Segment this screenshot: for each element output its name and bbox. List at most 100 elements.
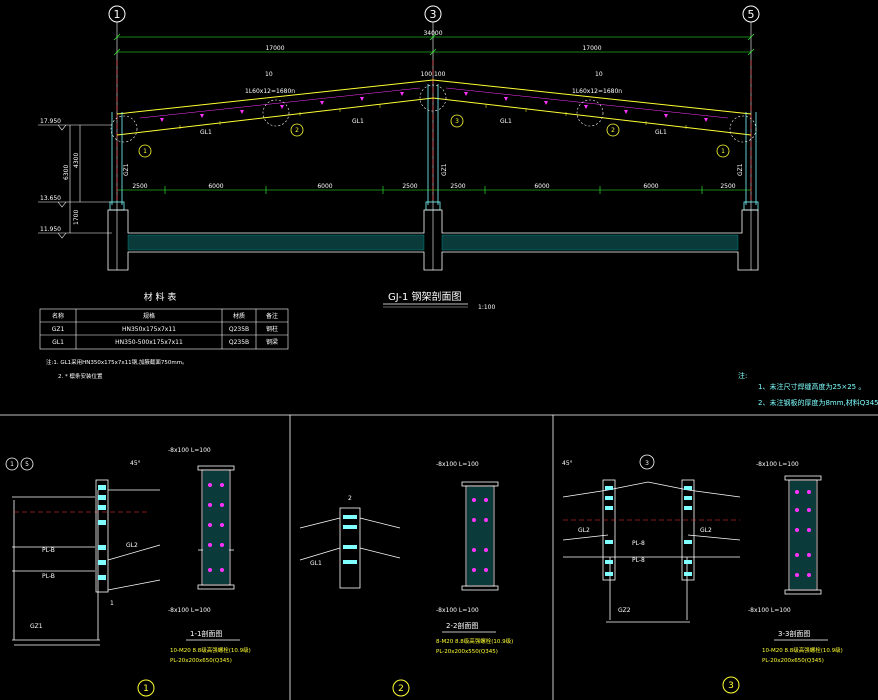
detail-2-bolt-note: 8-M20 8.8级高强螺栓(10.9级) — [436, 637, 513, 645]
detail-2: GL1 2 -8x100 L=100 -8x100 L=100 2-2剖面图 8… — [299, 461, 513, 697]
detail-3-section-fill — [790, 481, 816, 589]
bay-dim-8: 2500 — [720, 183, 735, 190]
detail-2-marker-label: 2 — [398, 684, 404, 694]
detail-1-weld-bot: -8x100 L=100 — [168, 607, 211, 614]
detail-3-section-bolts — [795, 490, 811, 577]
table-header-material: 材质 — [233, 312, 245, 320]
material-table: 材 料 表 名称 规格 材质 备注 GZ1 HN350x175x7x11 Q23… — [39, 291, 289, 380]
general-notes-title: 注: — [738, 371, 747, 380]
table-row2-name: GL1 — [52, 339, 64, 346]
table-row1-material: Q235B — [229, 326, 249, 333]
dim-total: 34000 — [423, 30, 442, 37]
detail-3-weld-top: -8x100 L=100 — [756, 461, 799, 468]
detail-3-gl-left: GL2 — [578, 527, 590, 534]
detail-1-section-fill — [203, 471, 229, 584]
roof-slope-left: 10 — [265, 71, 273, 78]
detail-1-axis-5: 5 — [25, 461, 29, 468]
detail-1-weld-top: -8x100 L=100 — [168, 447, 211, 454]
columns — [111, 84, 757, 205]
detail-1-gl: GL2 — [126, 542, 138, 549]
detail-2-weld-bot: -8x100 L=100 — [436, 607, 479, 614]
elevation-markers — [38, 124, 112, 239]
detail-1-axis-bubbles — [5, 457, 34, 471]
detail-3-pl-2: PL-8 — [632, 557, 645, 564]
detail-3-bolt-note: 10-M20 8.8级高强螺栓(10.9级) — [762, 646, 843, 654]
detail-1-pl-2: PL-B — [42, 573, 55, 580]
detail-2-marker — [392, 679, 410, 697]
bay-dim-1: 2500 — [132, 183, 147, 190]
detail-1-marker — [137, 679, 155, 697]
detail-2-beams — [299, 507, 401, 589]
table-row1-name: GZ1 — [52, 326, 65, 333]
detail-2-section-mark: 2 — [348, 495, 352, 502]
marker-mid-left: 2 — [295, 127, 299, 134]
detail-callouts — [110, 84, 757, 143]
grid-axis-5-label: 5 — [748, 8, 755, 21]
detail-1-gz: GZ1 — [30, 623, 43, 630]
frame-elevation: 1 3 5 34000 17000 17000 — [38, 5, 760, 311]
detail-1-bolt-note: 10-M20 8.8级高强螺栓(10.9级) — [170, 646, 251, 654]
marker-left: 1 — [143, 148, 147, 155]
beam-label-right: GL1 — [655, 129, 667, 136]
tie-rod-left: 1L60x12=1680n — [245, 88, 295, 95]
detail-2-section-bolts — [472, 498, 488, 572]
table-row2-spec: HN350-500x175x7x11 — [115, 339, 183, 346]
bay-dim-5: 2500 — [450, 183, 465, 190]
detail-3-pl: PL-8 — [632, 540, 645, 547]
general-note-2: 2、未注钢板的厚度为8mm,材料Q345。 — [758, 398, 878, 407]
grade-beam-left — [127, 234, 425, 251]
bay-dim-2: 6000 — [208, 183, 223, 190]
table-row1-note: 钢柱 — [266, 325, 278, 333]
ridge-dim: 100 100 — [421, 71, 446, 78]
bay-dim-4: 2500 — [402, 183, 417, 190]
detail-3-angle: 45° — [562, 460, 573, 467]
detail-3-gz: GZ2 — [618, 607, 631, 614]
detail-1-angle: 45° — [130, 460, 141, 467]
vdim-1700: 1700 — [73, 210, 80, 225]
elevation-bottom: 11.950 — [40, 226, 61, 233]
detail-1-axis-1: 1 — [10, 461, 14, 468]
tie-rod-right: 1L60x12=1680n — [572, 88, 622, 95]
roof-ticks — [179, 104, 687, 129]
beam-label-mid-right: GL1 — [500, 118, 512, 125]
elevation-mid: 13.650 — [40, 195, 61, 202]
detail-markers — [138, 114, 730, 158]
table-header-spec: 规格 — [143, 312, 155, 320]
table-row1-spec: HN350x175x7x11 — [122, 326, 176, 333]
marker-center: 3 — [455, 118, 459, 125]
bay-dim-7: 6000 — [643, 183, 658, 190]
detail-1-pl: PL-B — [42, 547, 55, 554]
bay-dim-6: 6000 — [534, 183, 549, 190]
table-row2-note: 钢梁 — [266, 338, 278, 346]
detail-3-axis-bubble — [639, 454, 655, 470]
detail-1-marker-label: 1 — [143, 684, 149, 694]
detail-1-beam — [95, 479, 161, 593]
general-note-1: 1、未注尺寸焊缝高度为25×25 。 — [758, 382, 865, 391]
bay-dim-3: 6000 — [317, 183, 332, 190]
detail-1: 1 5 PL-B PL-B GL2 GZ1 45° — [5, 447, 251, 697]
roof-slope-right: 10 — [595, 71, 603, 78]
bay-dimension-line — [117, 186, 751, 194]
elevation-top: 17.950 — [40, 118, 61, 125]
beam-label-mid-left: GL1 — [352, 118, 364, 125]
detail-2-gl: GL1 — [310, 560, 322, 567]
beam-label-left: GL1 — [200, 129, 212, 136]
detail-1-section-bolts — [208, 483, 224, 572]
main-drawing-title: GJ-1 钢架剖面图 — [388, 290, 462, 303]
general-notes: 注: 1、未注尺寸焊缝高度为25×25 。 2、未注钢板的厚度为8mm,材料Q3… — [738, 371, 878, 407]
detail-3-plate-note: PL-20x200x650(Q345) — [762, 658, 824, 664]
detail-3-frame — [562, 479, 741, 623]
detail-1-section-marks: 1 — [110, 600, 114, 607]
detail-2-section-fill — [467, 487, 493, 585]
table-row2-material: Q235B — [229, 339, 249, 346]
detail-2-plate-note: PL-20x200x550(Q345) — [436, 649, 498, 655]
detail-1-title: 1-1剖面图 — [190, 629, 222, 638]
detail-1-column — [12, 490, 100, 646]
foundation — [107, 209, 759, 271]
detail-3-marker-label: 3 — [728, 681, 734, 691]
detail-3-section — [784, 475, 822, 595]
vdim-6300: 6300 — [63, 165, 70, 180]
grid-axis-1-label: 1 — [114, 8, 121, 21]
